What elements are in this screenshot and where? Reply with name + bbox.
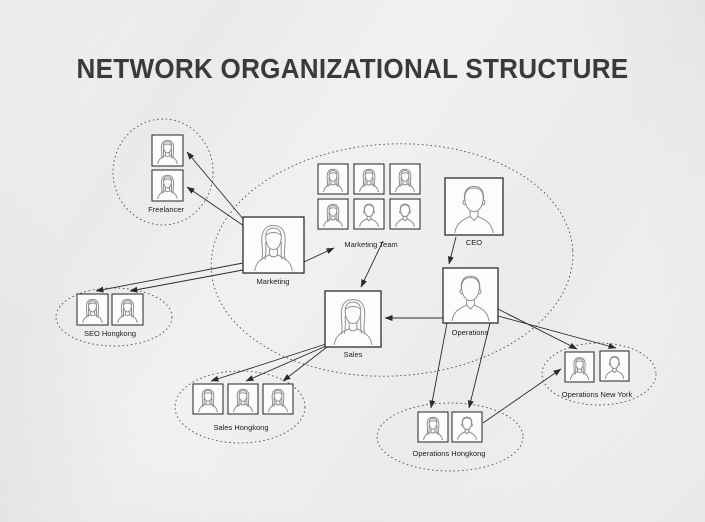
node-operations-label: Operations bbox=[452, 328, 489, 337]
edge-marketing-to-seo-2 bbox=[129, 269, 244, 293]
edge-sales-to-sales-hk-3 bbox=[282, 346, 328, 382]
node-ops-ny-1-box[interactable] bbox=[564, 351, 595, 383]
node-sales-hk-3-box[interactable] bbox=[262, 383, 294, 415]
node-marketing-team-6[interactable] bbox=[389, 198, 421, 230]
node-operations[interactable] bbox=[442, 267, 499, 324]
edge-operations-to-ops-ny-2 bbox=[497, 315, 617, 349]
node-ops-hk-1-box[interactable] bbox=[417, 411, 449, 443]
edge-operations-to-ops-hk-1 bbox=[429, 322, 448, 409]
node-sales-label: Sales bbox=[344, 350, 363, 359]
node-freelancer-1-box[interactable] bbox=[151, 134, 184, 167]
node-ceo-box[interactable] bbox=[444, 177, 504, 236]
node-sales-hk-2-box[interactable] bbox=[227, 383, 259, 415]
node-ops-ny-2-box[interactable] bbox=[599, 350, 630, 382]
group-seo-hongkong-label: SEO Hongkong bbox=[84, 329, 136, 338]
label-marketing-team: Marketing Team bbox=[344, 240, 397, 249]
edge-marketing-to-freelancer-1 bbox=[186, 151, 245, 221]
node-marketing-team-4-box[interactable] bbox=[317, 198, 349, 230]
node-marketing-label: Marketing bbox=[257, 277, 290, 286]
edge-sales-to-sales-hk-2 bbox=[245, 345, 327, 382]
group-operations-hongkong-label: Operations Hongkong bbox=[413, 449, 486, 458]
node-marketing-team-1[interactable] bbox=[317, 163, 349, 195]
edge-operations-to-ops-hk-2 bbox=[467, 322, 491, 409]
node-marketing-team-2-box[interactable] bbox=[353, 163, 385, 195]
node-ops-ny-2[interactable] bbox=[599, 350, 630, 382]
node-marketing-team-5[interactable] bbox=[353, 198, 385, 230]
node-sales-hk-3[interactable] bbox=[262, 383, 294, 415]
group-sales-hongkong-outline bbox=[174, 370, 306, 444]
node-sales-hk-1[interactable] bbox=[192, 383, 224, 415]
node-sales[interactable] bbox=[324, 290, 382, 348]
node-sales-hk-1-box[interactable] bbox=[192, 383, 224, 415]
node-seo-1[interactable] bbox=[76, 293, 109, 326]
group-freelancer-outline bbox=[112, 118, 214, 226]
group-seo-hongkong-outline bbox=[55, 287, 173, 347]
group-operations-new-york-label: Operations New York bbox=[562, 390, 633, 399]
node-sales-box[interactable] bbox=[324, 290, 382, 348]
node-sales-hk-2[interactable] bbox=[227, 383, 259, 415]
node-marketing-team-5-box[interactable] bbox=[353, 198, 385, 230]
node-ops-hk-2-box[interactable] bbox=[451, 411, 483, 443]
node-ceo-label: CEO bbox=[466, 238, 482, 247]
edge-marketing-to-freelancer-2 bbox=[186, 186, 245, 227]
edge-ops-hk-2-to-ops-ny-1 bbox=[482, 368, 562, 424]
edge-marketing-to-seo-1 bbox=[95, 262, 244, 293]
group-head-office-outline bbox=[210, 143, 574, 377]
node-marketing-box[interactable] bbox=[242, 216, 305, 274]
diagram-title: NETWORK ORGANIZATIONAL STRUCTURE bbox=[76, 53, 629, 84]
node-freelancer-2-box[interactable] bbox=[151, 169, 184, 202]
node-ops-hk-1[interactable] bbox=[417, 411, 449, 443]
node-seo-2-box[interactable] bbox=[111, 293, 144, 326]
group-freelancer-label: Freelancer bbox=[148, 205, 184, 214]
node-ceo[interactable] bbox=[444, 177, 504, 236]
node-ops-ny-1[interactable] bbox=[564, 351, 595, 383]
node-freelancer-1[interactable] bbox=[151, 134, 184, 167]
edge-sales-to-sales-hk-1 bbox=[210, 343, 327, 382]
node-seo-2[interactable] bbox=[111, 293, 144, 326]
node-marketing-team-6-box[interactable] bbox=[389, 198, 421, 230]
node-marketing-team-3-box[interactable] bbox=[389, 163, 421, 195]
edge-ceo-to-operations bbox=[447, 236, 457, 265]
node-marketing-team-2[interactable] bbox=[353, 163, 385, 195]
node-marketing-team-4[interactable] bbox=[317, 198, 349, 230]
edge-marketing-to-marketing-team-label bbox=[303, 247, 335, 263]
node-seo-1-box[interactable] bbox=[76, 293, 109, 326]
edge-marketing-team-label-to-sales bbox=[360, 240, 384, 288]
node-marketing-team-3[interactable] bbox=[389, 163, 421, 195]
group-operations-hongkong-outline bbox=[376, 402, 524, 472]
edge-operations-to-ops-ny-1 bbox=[497, 308, 578, 350]
node-freelancer-2[interactable] bbox=[151, 169, 184, 202]
node-ops-hk-2[interactable] bbox=[451, 411, 483, 443]
node-marketing-team-1-box[interactable] bbox=[317, 163, 349, 195]
node-operations-box[interactable] bbox=[442, 267, 499, 324]
group-sales-hongkong-label: Sales Hongkong bbox=[213, 423, 268, 432]
node-marketing[interactable] bbox=[242, 216, 305, 274]
